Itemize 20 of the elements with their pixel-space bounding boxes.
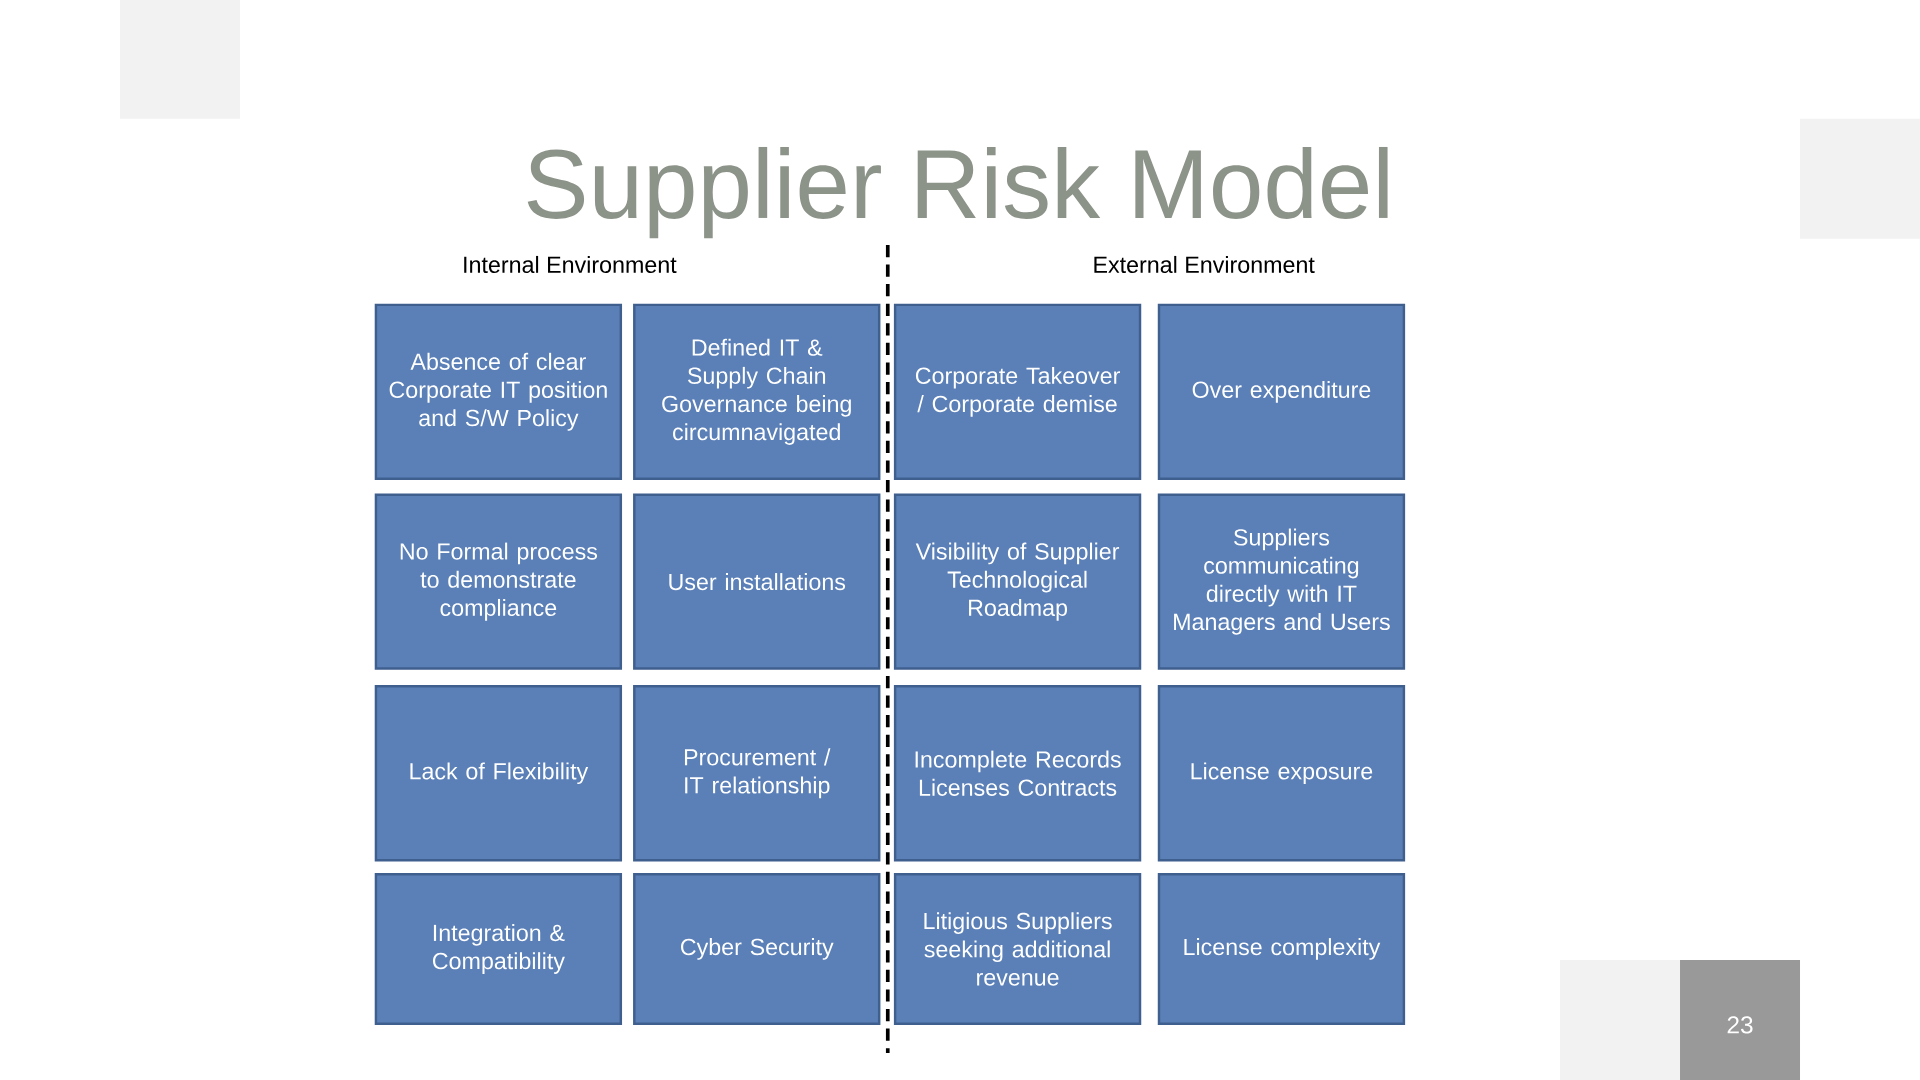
risk-box: Incomplete Records Licenses Contracts bbox=[893, 685, 1142, 862]
page-number-square: 23 bbox=[1680, 960, 1800, 1080]
section-heading: External Environment bbox=[1094, 255, 1315, 273]
risk-box: Defined IT & Supply Chain Governance being circumnavigated bbox=[633, 303, 881, 480]
risk-box: Visibility of Supplier Technological Roadmap bbox=[893, 493, 1142, 670]
risk-box: Litigious Suppliers seeking additional revenue bbox=[893, 873, 1142, 1025]
risk-box: License exposure bbox=[1157, 685, 1406, 862]
risk-box: Suppliers communicating directly with IT Managers and Users bbox=[1157, 493, 1406, 670]
risk-box: Cyber Security bbox=[633, 873, 881, 1025]
risk-box: No Formal process to demonstrate compliance bbox=[374, 493, 623, 670]
risk-box: License complexity bbox=[1157, 873, 1406, 1025]
risk-box: Absence of clear Corporate IT position and S/W Policy bbox=[374, 303, 623, 480]
risk-box: Procurement / IT relationship bbox=[633, 685, 881, 862]
risk-box: User installations bbox=[633, 493, 881, 670]
section-heading: Internal Environment bbox=[464, 255, 677, 273]
title: Supplier Risk Model bbox=[527, 146, 1388, 239]
risk-box: Integration & Compatibility bbox=[374, 873, 623, 1025]
risk-box: Over expenditure bbox=[1157, 303, 1406, 480]
risk-box: Lack of Flexibility bbox=[374, 685, 623, 862]
risk-box: Corporate Takeover / Corporate demise bbox=[893, 303, 1142, 480]
